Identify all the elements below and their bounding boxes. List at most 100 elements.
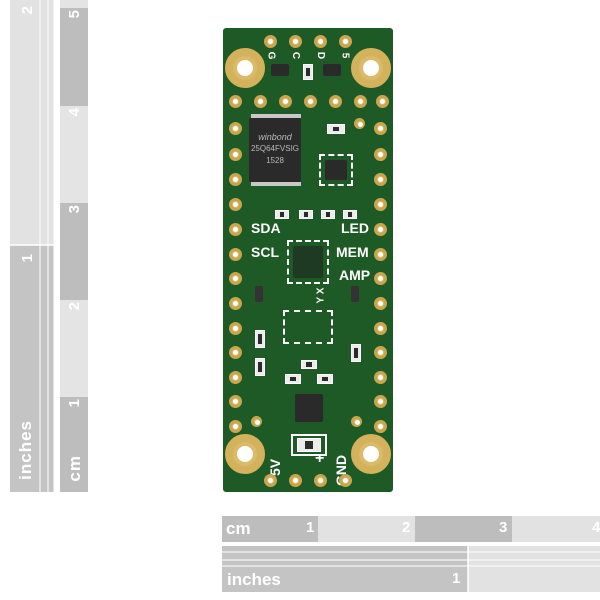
smd-capacitor: [255, 358, 265, 376]
vertical-cm-label: cm: [65, 455, 84, 482]
via: [354, 118, 365, 129]
smd-resistor: [275, 210, 289, 219]
pad: [229, 173, 242, 186]
pad: [374, 346, 387, 359]
mounting-hole: [351, 48, 391, 88]
pad: [374, 272, 387, 285]
ruler-segment: [222, 516, 318, 542]
smd-resistor: [299, 210, 313, 219]
flash-memory-chip: winbond 25Q64FVSIG 1528: [249, 118, 301, 182]
ruler-segment: [512, 516, 600, 542]
pad: [229, 223, 242, 236]
smd-resistor: [285, 374, 301, 384]
smd-capacitor: [297, 438, 321, 452]
pad: [229, 248, 242, 261]
hcm-number-3: 3: [499, 519, 508, 536]
header-pad-d: [314, 35, 327, 48]
ruler-segment: [318, 516, 415, 542]
resistor-array: [255, 286, 263, 302]
pad: [376, 95, 389, 108]
smd-resistor: [321, 210, 335, 219]
smd-capacitor: [351, 344, 361, 362]
hcm-number-1: 1: [306, 519, 315, 536]
smd-resistor: [301, 360, 317, 369]
pad: [229, 371, 242, 384]
horizontal-inches-label: inches: [227, 570, 281, 589]
chip-part-number: 25Q64FVSIG: [250, 144, 300, 153]
cm-number-3: 3: [66, 205, 83, 214]
vertical-inch-ruler: 2 1 inches: [10, 0, 54, 492]
pad: [354, 95, 367, 108]
pad: [374, 223, 387, 236]
pad: [329, 95, 342, 108]
ruler-segment: [60, 397, 88, 492]
mcu-outline: [287, 240, 329, 284]
ruler-segment: [60, 8, 88, 106]
amplifier-chip: [295, 394, 323, 422]
chip-date-code: 1528: [266, 156, 284, 165]
header-pad-c: [289, 35, 302, 48]
header-pad-g: [264, 35, 277, 48]
silk-label-mem: MEM: [336, 244, 369, 260]
header-pad-5v: [264, 474, 277, 487]
pad: [374, 173, 387, 186]
header-pad: [314, 474, 327, 487]
ruler-band: [10, 245, 54, 492]
silk-label-5: 5: [339, 52, 351, 59]
pad: [229, 346, 242, 359]
pad: [374, 371, 387, 384]
smd-capacitor: [255, 330, 265, 348]
pad: [229, 322, 242, 335]
smd-resistor: [303, 64, 313, 80]
pad: [304, 95, 317, 108]
pad: [254, 95, 267, 108]
chip-brand: winbond: [258, 132, 292, 142]
ruler-band: [10, 0, 54, 245]
silk-label-d: D: [315, 51, 327, 60]
silk-label-led: LED: [341, 220, 369, 236]
pad: [229, 148, 242, 161]
smd-led: [343, 210, 357, 219]
silk-label-plus: +: [315, 450, 325, 467]
resistor-array: [351, 286, 359, 302]
chip-pins: [251, 182, 301, 186]
chip-pins: [251, 114, 301, 118]
pad: [374, 248, 387, 261]
sot-transistor: [271, 64, 289, 76]
hinch-number-1: 1: [452, 570, 461, 587]
hcm-number-2: 2: [402, 519, 411, 536]
silk-label-scl: SCL: [251, 244, 279, 260]
ruler-segment: [415, 516, 512, 542]
vertical-inches-label: inches: [16, 420, 35, 480]
qfn-chip: [325, 160, 347, 180]
pad: [374, 420, 387, 433]
vertical-cm-ruler: 5 4 3 2 1 cm: [60, 0, 88, 492]
pad: [229, 420, 242, 433]
pad: [374, 198, 387, 211]
mounting-hole: [351, 434, 391, 474]
capacitor-outline: [291, 434, 327, 456]
cm-number-2: 2: [66, 302, 83, 311]
header-pad: [289, 474, 302, 487]
mcu-chip: [293, 246, 323, 278]
pad: [374, 322, 387, 335]
mounting-hole: [225, 48, 265, 88]
inch-number-1: 1: [19, 254, 36, 263]
ruler-segment: [60, 106, 88, 203]
pad: [229, 95, 242, 108]
pad: [229, 395, 242, 408]
pad: [229, 272, 242, 285]
header-pad-gnd: [339, 474, 352, 487]
pad: [374, 122, 387, 135]
pad: [279, 95, 292, 108]
pad: [374, 148, 387, 161]
inch-ticks-horizontal: [222, 546, 600, 592]
pad: [229, 297, 242, 310]
cm-number-1: 1: [66, 399, 83, 408]
silk-label-amp: AMP: [339, 267, 371, 283]
cm-number-4: 4: [66, 108, 83, 117]
ruler-segment: [60, 0, 88, 8]
hcm-number-4: 4: [592, 519, 600, 536]
ruler-band: [468, 546, 600, 592]
ruler-segment: [60, 203, 88, 300]
